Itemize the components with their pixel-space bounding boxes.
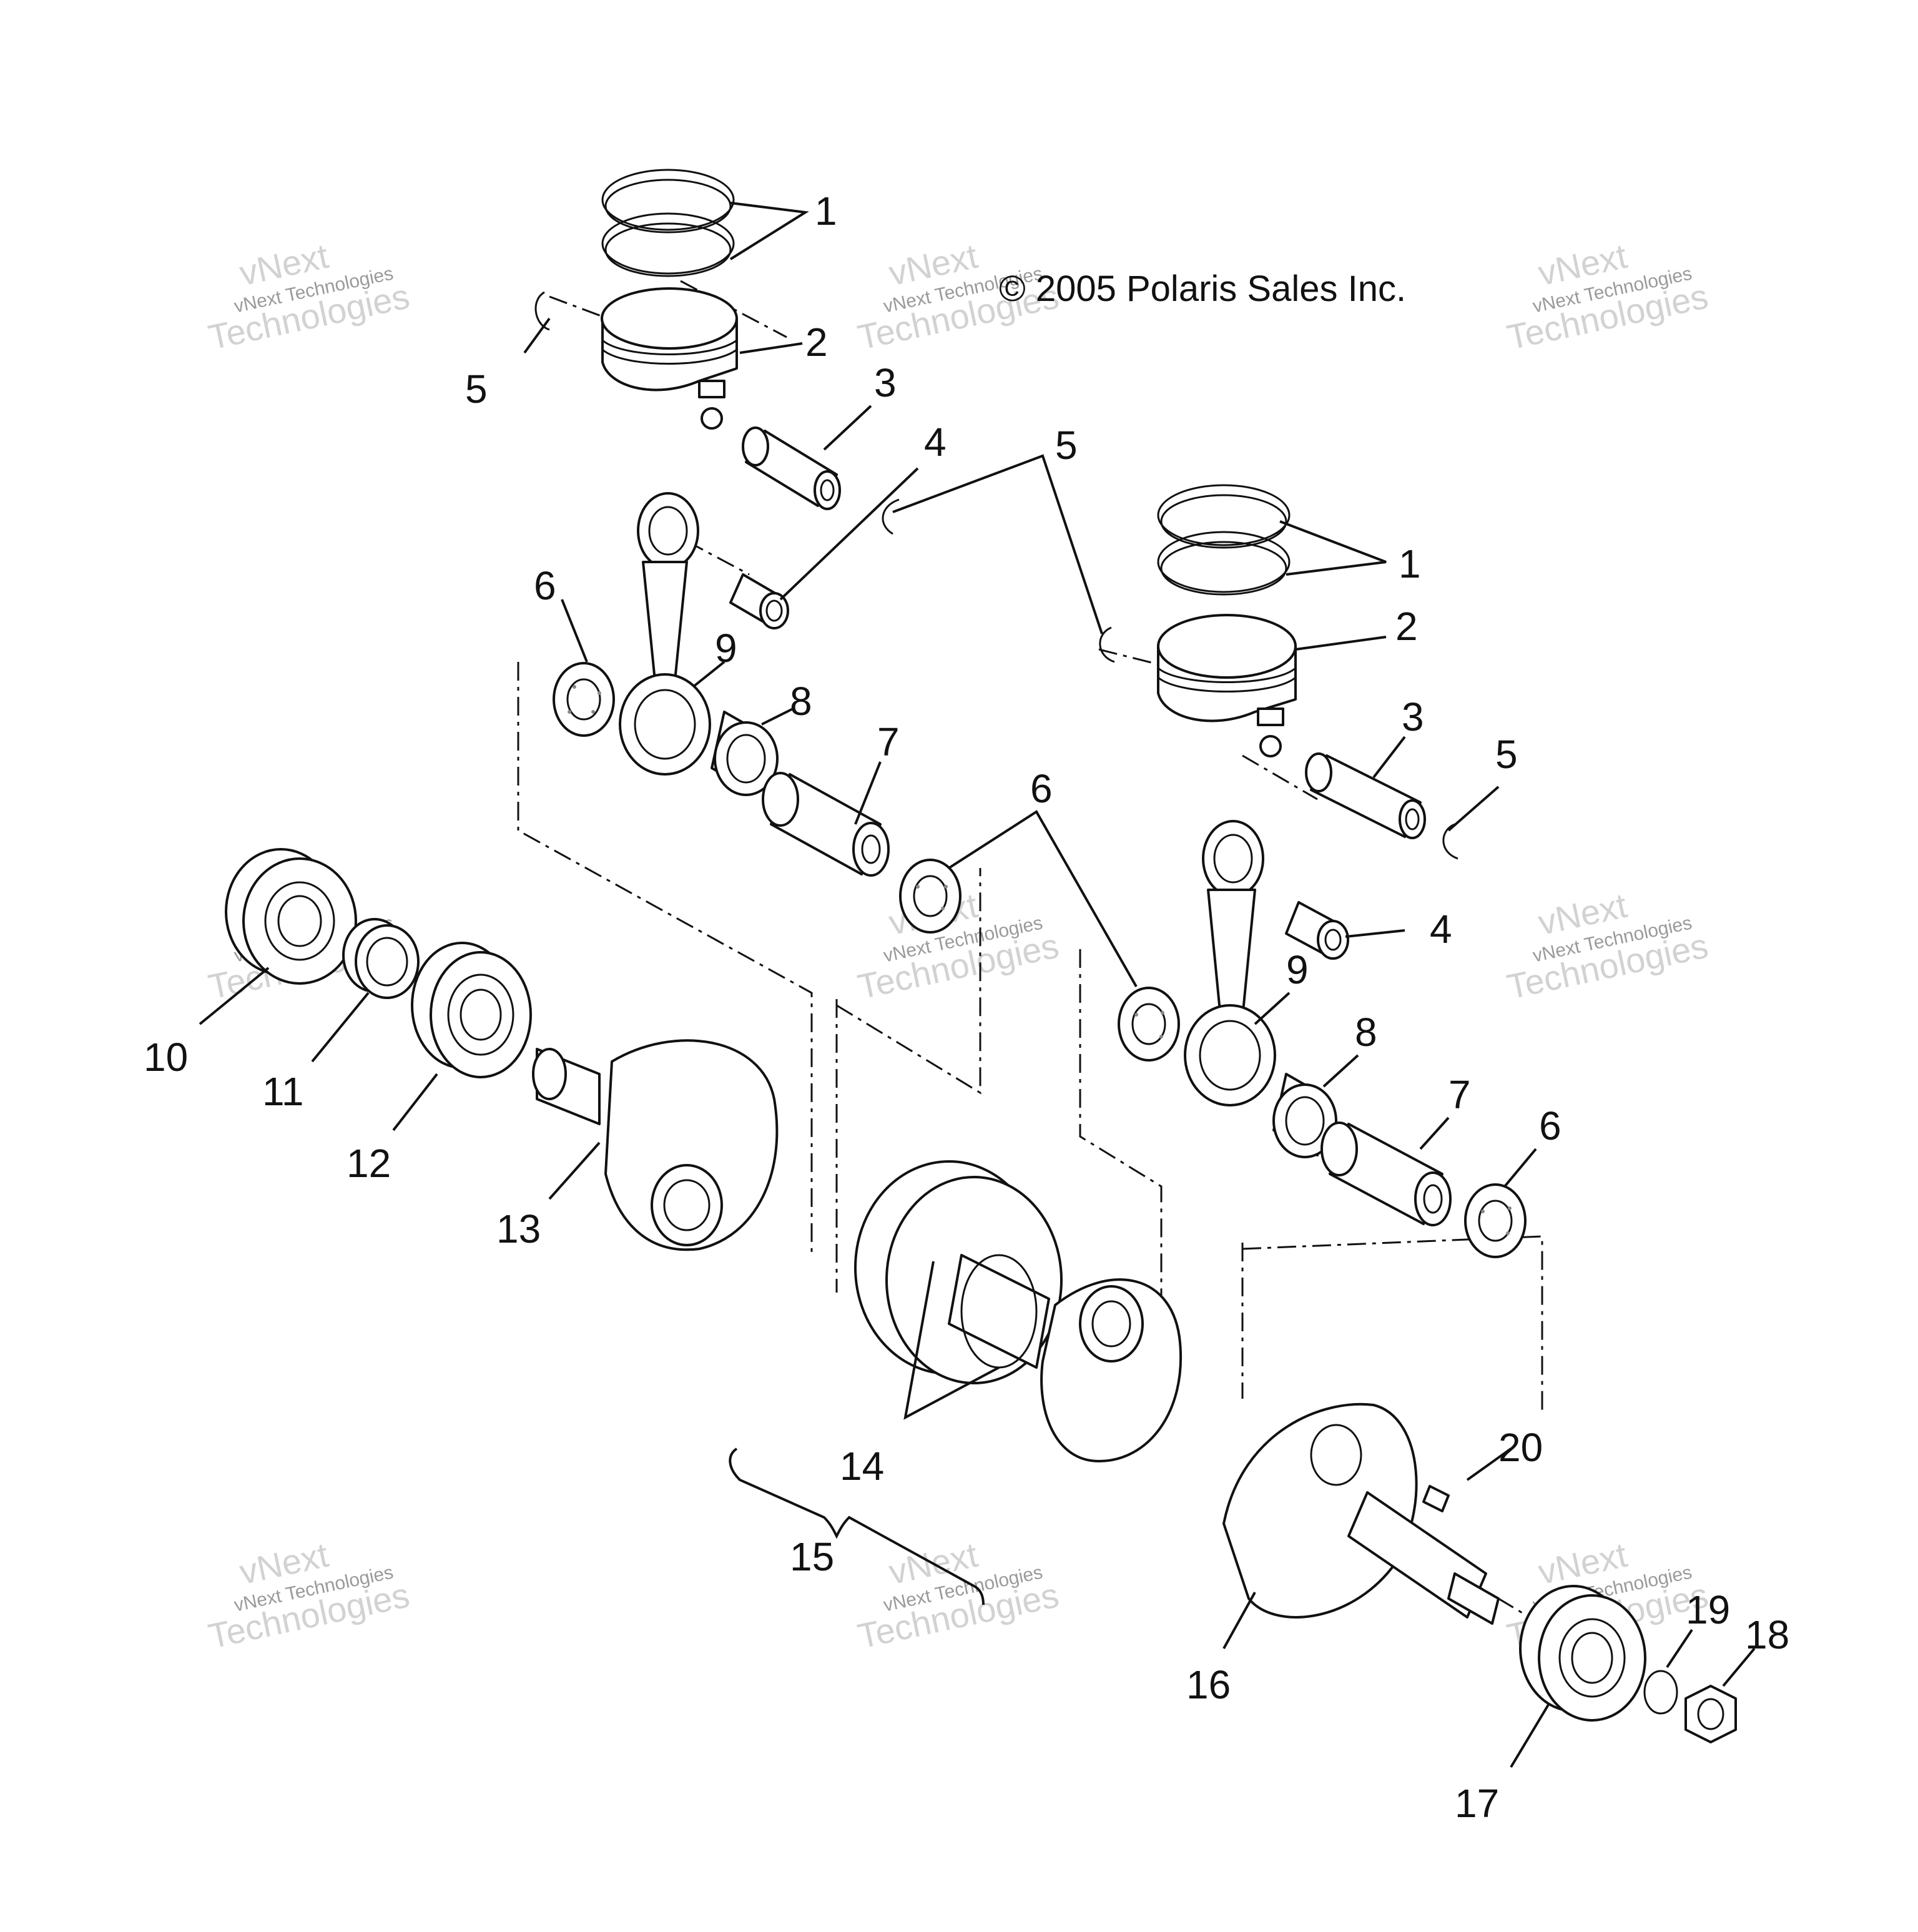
- callout-8: 8: [790, 679, 812, 724]
- circlip-left: [534, 291, 900, 535]
- watermark: vNext vNext Technologies Technologies: [205, 1535, 413, 1656]
- callout-6: 6: [1030, 766, 1053, 811]
- callout-9: 9: [1286, 947, 1309, 992]
- callout-17: 17: [1455, 1781, 1499, 1826]
- crank-nut: [1684, 1685, 1737, 1743]
- main-bearing-right: [1519, 1585, 1646, 1722]
- callout-2: 2: [805, 320, 828, 365]
- callout-5: 5: [1055, 423, 1078, 468]
- callout-16: 16: [1186, 1662, 1231, 1707]
- needle-bearing-right: [1272, 1073, 1337, 1158]
- callout-1: 1: [1399, 541, 1421, 586]
- needle-bearing-small-right: [1285, 901, 1349, 960]
- needle-bearing-left: [711, 711, 779, 796]
- thrust-washer-center: [899, 859, 961, 934]
- piston-left: [601, 287, 738, 430]
- callout-9: 9: [715, 626, 737, 671]
- callout-1: 1: [815, 189, 837, 234]
- watermark: vNext vNext Technologies Technologies: [1503, 885, 1711, 1007]
- callout-14: 14: [840, 1444, 884, 1489]
- crank-half-right: [1222, 1402, 1500, 1625]
- crank-half-left: [532, 1039, 779, 1251]
- callout-19: 19: [1686, 1587, 1730, 1632]
- callout-10: 10: [144, 1035, 188, 1080]
- piston-pin-left: [742, 426, 841, 510]
- main-bearing-inner-left: [411, 942, 532, 1078]
- callout-12: 12: [347, 1141, 391, 1186]
- watermark: vNext vNext Technologies Technologies: [1503, 236, 1711, 357]
- watermark: vNext vNext Technologies Technologies: [205, 236, 413, 357]
- callout-4: 4: [1430, 907, 1452, 952]
- callout-2: 2: [1395, 604, 1418, 649]
- callout-4: 4: [924, 420, 947, 465]
- thrust-washer-right-lower: [1464, 1183, 1527, 1258]
- copyright-notice: © 2005 Polaris Sales Inc.: [999, 269, 1406, 309]
- piston-rings-left: [601, 169, 735, 277]
- thrust-washer-left: [553, 662, 615, 737]
- callout-5: 5: [465, 367, 488, 412]
- callout-6: 6: [534, 563, 556, 608]
- main-bearing-outer-left: [225, 848, 357, 985]
- watermarks: vNext vNext Technologies Technologies vN…: [205, 236, 1711, 1656]
- piston-right: [1157, 614, 1297, 757]
- callout-7: 7: [877, 719, 900, 764]
- callout-11: 11: [262, 1069, 303, 1114]
- callout-13: 13: [496, 1206, 541, 1251]
- callout-15: 15: [790, 1534, 834, 1579]
- callout-8: 8: [1355, 1010, 1377, 1055]
- piston-rings-right: [1157, 484, 1291, 596]
- callout-20: 20: [1498, 1425, 1543, 1470]
- piston-pin-right: [1305, 752, 1426, 839]
- callout-6: 6: [1539, 1103, 1561, 1148]
- circlip-right: [1099, 626, 1458, 860]
- thrust-washer-right-upper: [1118, 987, 1180, 1062]
- crank-pin-right: [1320, 1121, 1452, 1226]
- callout-18: 18: [1745, 1612, 1789, 1657]
- callout-7: 7: [1448, 1072, 1471, 1117]
- crank-pin-left: [762, 772, 890, 877]
- spacer-ring: [342, 918, 420, 999]
- callout-5: 5: [1495, 732, 1518, 777]
- watermark: vNext vNext Technologies Technologies: [854, 1535, 1062, 1656]
- lock-washer: [1643, 1670, 1678, 1715]
- leader-lines: [199, 202, 1756, 1768]
- connecting-rod-left: [619, 492, 711, 776]
- needle-bearing-small-left: [729, 573, 789, 629]
- callout-3: 3: [1402, 694, 1424, 739]
- connecting-rod-right: [1184, 820, 1276, 1106]
- callout-labels: 1 2 3 4 5 5 6 9 8 7 6 1 2 3 5 4 9 8 7 6 …: [144, 189, 1789, 1826]
- callout-3: 3: [874, 360, 897, 405]
- crank-center: [854, 1160, 1183, 1462]
- woodruff-key: [1422, 1485, 1450, 1512]
